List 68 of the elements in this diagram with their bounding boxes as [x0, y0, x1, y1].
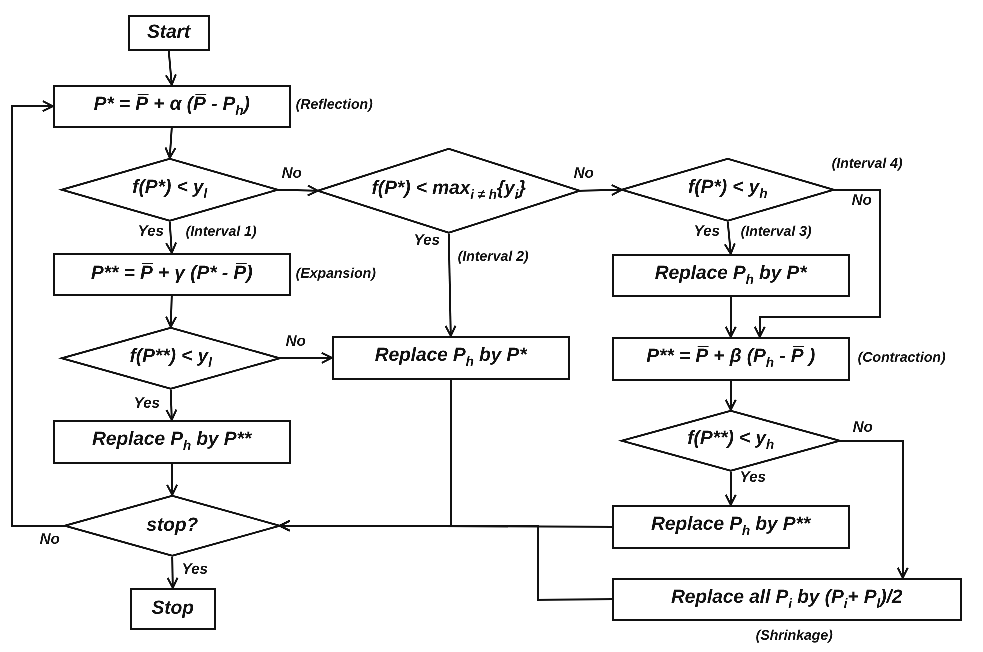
formula-text: f(P*) < max$_{i ≠ h}${y$_{i}$}: [372, 179, 526, 203]
arrow: [165, 50, 178, 86]
arrow: [166, 464, 178, 496]
formula-text: P** = P̅ + γ (P* - P̅): [91, 264, 253, 285]
process-box: [612, 578, 962, 621]
arrow: [164, 128, 177, 159]
formula-text: f(P*) < y$_{l}$: [132, 178, 208, 202]
step-caption: (Reflection): [296, 97, 373, 112]
edge-label: Yes: [138, 224, 164, 240]
formula-text: f(P*) < y$_{h}$: [688, 178, 768, 202]
edge-label: Yes: [740, 470, 766, 486]
arrow: [724, 222, 736, 255]
arrow: [279, 520, 612, 532]
edge-label: No: [853, 420, 873, 436]
formula-text: Replace all P$_{i}$ by (P$_{i}$+ P$_{l}$)/2: [671, 588, 903, 612]
edge-label: Yes: [134, 396, 160, 412]
arrow: [725, 472, 737, 506]
edge-label: No: [282, 166, 302, 182]
formula-text: Replace P$_{h}$ by P*: [375, 346, 527, 370]
arrow: [280, 352, 333, 364]
formula-text: Replace P$_{h}$ by P**: [651, 515, 811, 539]
arrow: [165, 296, 178, 328]
formula-text: P** = P̅ + β (P$_{h}$ - P̅ ): [646, 347, 816, 371]
edge-label: Yes: [694, 224, 720, 240]
arrow: [279, 520, 612, 601]
interval-label: (Interval 2): [458, 249, 529, 264]
edge-label: Yes: [414, 233, 440, 250]
edge-label: No: [574, 166, 594, 182]
step-caption: (Shrinkage): [756, 628, 834, 644]
formula-text: f(P**) < y$_{h}$: [688, 429, 774, 453]
interval-label: (Interval 3): [741, 224, 812, 240]
process-box: [53, 253, 291, 296]
terminal-box: [130, 588, 216, 630]
edge-label: No: [852, 193, 872, 210]
edge-label: No: [40, 532, 60, 548]
process-box: [612, 254, 850, 297]
interval-label: (Interval 4): [832, 156, 903, 172]
arrow: [580, 184, 623, 196]
formula-text: Replace P$_{h}$ by P**: [92, 430, 252, 454]
process-box: [612, 337, 850, 381]
arrow: [444, 234, 457, 337]
arrow: [166, 556, 179, 589]
formula-text: f(P**) < y$_{l}$: [130, 346, 212, 370]
arrow: [754, 189, 881, 338]
arrow: [725, 381, 737, 411]
process-box: [53, 85, 291, 128]
formula-text: P* = P̅ + α (P̅ - P$_{h}$): [94, 94, 250, 118]
process-box: [612, 505, 850, 549]
process-box: [53, 420, 291, 464]
formula-text: Replace P$_{h}$ by P*: [655, 264, 807, 288]
terminal-label: Stop: [152, 598, 194, 620]
arrow: [278, 184, 319, 197]
terminal-label: Start: [147, 22, 191, 44]
edge-label: No: [286, 334, 306, 350]
arrow: [166, 390, 178, 421]
step-caption: (Expansion): [296, 266, 376, 282]
process-box: [332, 336, 570, 380]
decision-diamond: [65, 495, 280, 557]
arrow: [165, 222, 178, 254]
arrow: [11, 100, 65, 527]
edge-label: Yes: [182, 562, 208, 578]
arrow: [840, 440, 909, 579]
step-caption: (Contraction): [858, 350, 946, 366]
decision-diamond: [622, 158, 834, 222]
arrow: [725, 297, 737, 338]
terminal-box: [128, 15, 210, 51]
interval-label: (Interval 1): [186, 224, 257, 240]
decision-text: stop?: [146, 516, 198, 536]
